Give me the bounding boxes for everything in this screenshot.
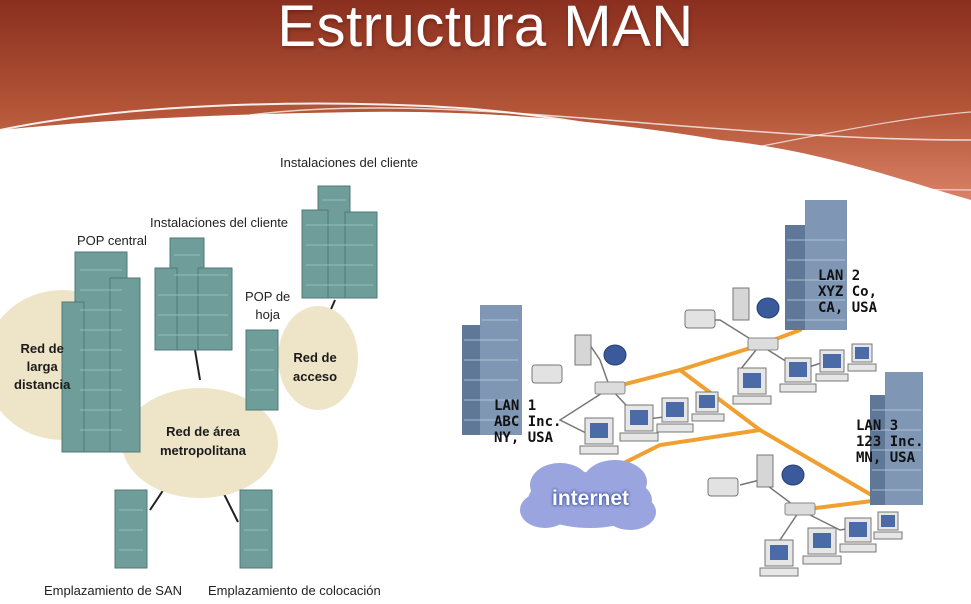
long-distance-label: Red de larga distancia [14, 341, 71, 392]
hub-lan1 [594, 381, 626, 395]
lan1-label: LAN 1 ABC Inc. NY, USA [494, 398, 562, 446]
server-lan1 [574, 334, 592, 366]
customer-mid-building [154, 237, 233, 351]
slide-title: Estructura MAN [277, 0, 694, 59]
hub-lan3 [784, 502, 816, 516]
lan2-building [785, 200, 847, 330]
lan1-building [462, 305, 522, 435]
colocation-label: Emplazamiento de colocación [208, 583, 381, 598]
access-network [278, 306, 358, 410]
customer-mid-label: Instalaciones del cliente [150, 215, 289, 230]
pop-central-label: POP central [77, 233, 147, 248]
lan3-label: LAN 3 123 Inc. MN, USA [856, 418, 924, 466]
pop-hoja-label: POP de hoja [245, 289, 291, 322]
metro-label: Red de área metropolitana [160, 424, 246, 458]
san-building [114, 489, 148, 569]
link-metro-colocation [221, 489, 239, 523]
storage-lan2 [756, 297, 780, 319]
printer-lan1 [531, 364, 563, 384]
printer-lan3 [707, 477, 739, 497]
hub-lan2 [747, 337, 779, 351]
storage-lan3 [781, 464, 805, 486]
access-label: Red de acceso [293, 350, 338, 384]
printer-lan2 [684, 309, 716, 329]
link-metro-customer [194, 349, 201, 381]
metro-network [122, 388, 278, 498]
customer-top-building [301, 185, 378, 299]
pop-central-building [61, 251, 141, 453]
server-lan2 [732, 287, 750, 321]
server-lan3 [756, 454, 774, 488]
lan2-label: LAN 2 XYZ Co, CA, USA [818, 268, 878, 316]
san-label: Emplazamiento de SAN [44, 583, 183, 598]
storage-lan1 [603, 344, 627, 366]
customer-top-label: Instalaciones del cliente [280, 155, 419, 170]
internet-cloud [520, 460, 656, 530]
lan3-building [870, 372, 923, 505]
colocation-building [239, 489, 273, 569]
internet-label: internet [552, 487, 630, 510]
